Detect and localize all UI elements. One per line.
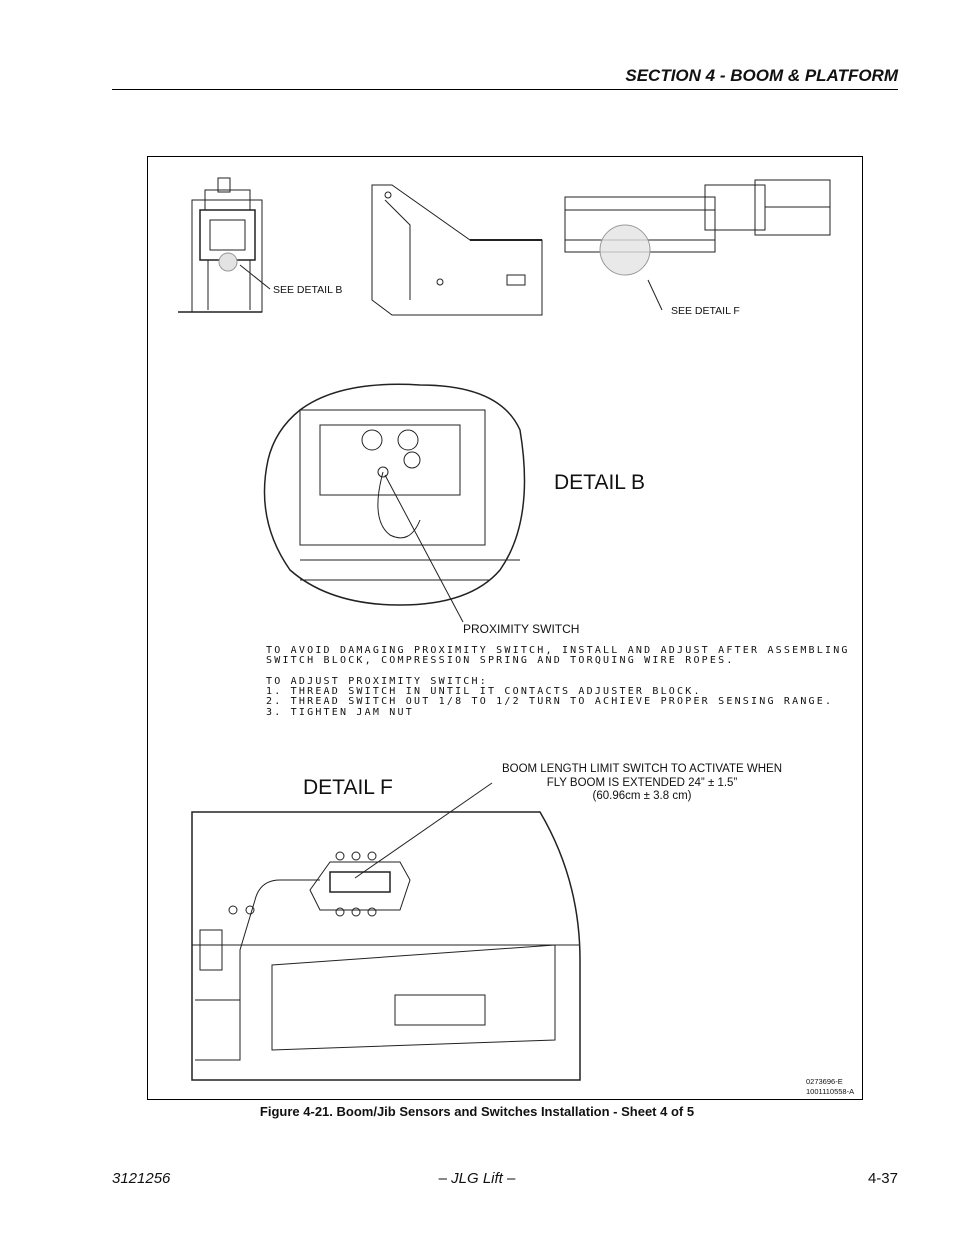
drawing-number-2: 1001110558-A: [806, 1087, 855, 1096]
adjust-step-2: 2. THREAD SWITCH OUT 1/8 TO 1/2 TURN TO …: [266, 696, 834, 707]
adjust-step-3: 3. TIGHTEN JAM NUT: [266, 707, 414, 718]
detail-f-title: DETAIL F: [303, 776, 393, 799]
overview-side-view: [371, 184, 543, 316]
callout-see-detail-b: SEE DETAIL B: [273, 284, 343, 296]
drawing-number-1: 0273696-E: [806, 1077, 843, 1086]
adjust-note-heading: TO ADJUST PROXIMITY SWITCH:: [266, 676, 488, 687]
boom-length-note-line-1: BOOM LENGTH LIMIT SWITCH TO ACTIVATE WHE…: [501, 763, 783, 775]
install-note-line-2: SWITCH BLOCK, COMPRESSION SPRING AND TOR…: [266, 655, 735, 666]
detail-b-drawing: [263, 383, 526, 623]
detail-f-drawing: [191, 782, 581, 1081]
footer-page-number: 4-37: [867, 1170, 898, 1187]
boom-length-note-line-2: FLY BOOM IS EXTENDED 24” ± 1.5”: [546, 776, 738, 789]
figure-caption: Figure 4-21. Boom/Jib Sensors and Switch…: [259, 1104, 695, 1119]
overview-top-view: [564, 179, 831, 311]
callout-proximity-switch: PROXIMITY SWITCH: [463, 622, 580, 636]
figure-frame: [147, 156, 863, 1100]
adjust-step-1: 1. THREAD SWITCH IN UNTIL IT CONTACTS AD…: [266, 686, 702, 697]
detail-b-title: DETAIL B: [554, 471, 646, 494]
overview-front-view: [178, 177, 271, 313]
callout-see-detail-f: SEE DETAIL F: [671, 305, 740, 317]
install-note-line-1: TO AVOID DAMAGING PROXIMITY SWITCH, INST…: [266, 645, 850, 656]
header-rule: [112, 89, 898, 90]
boom-length-note-line-3: (60.96cm ± 3.8 cm): [592, 790, 692, 802]
footer-doc-number: 3121256: [112, 1170, 171, 1187]
drawing-numbers: 0273696-E 1001110558-A: [806, 1077, 854, 1097]
boom-length-note: BOOM LENGTH LIMIT SWITCH TO ACTIVATE WHE…: [490, 763, 794, 804]
footer-publisher: – JLG Lift –: [438, 1170, 516, 1187]
section-header: SECTION 4 - BOOM & PLATFORM: [625, 66, 898, 85]
